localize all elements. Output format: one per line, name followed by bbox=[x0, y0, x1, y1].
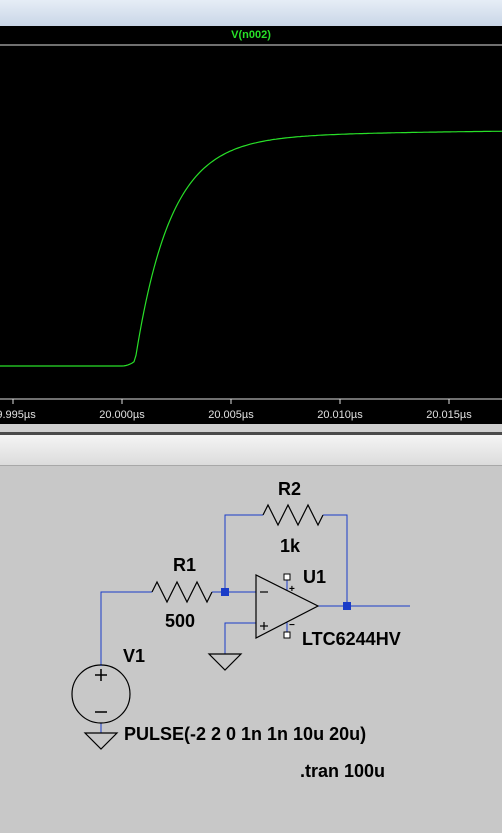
r2-value-label[interactable]: 1k bbox=[280, 536, 301, 556]
ground-v1-icon[interactable] bbox=[83, 732, 119, 750]
wire-inv-to-r2[interactable] bbox=[224, 514, 263, 592]
u1-name-label[interactable]: U1 bbox=[303, 567, 326, 587]
trace-name-label[interactable]: V(n002) bbox=[231, 29, 271, 41]
waveform-plot-pane[interactable]: 19.995µs 20.000µs 20.005µs 20.010µs 20.015µs… bbox=[0, 26, 502, 424]
wire-v1-to-r1[interactable] bbox=[100, 591, 152, 666]
x-tick-label: 20.010µs bbox=[317, 409, 363, 421]
pane-gap bbox=[0, 424, 502, 434]
x-tick-label: 20.005µs bbox=[208, 409, 254, 421]
spice-directive[interactable]: .tran 100u bbox=[300, 761, 385, 781]
junction-output-node[interactable] bbox=[343, 602, 351, 610]
x-tick-label: 19.995µs bbox=[0, 409, 36, 421]
opamp-vplus-mark: + bbox=[289, 584, 295, 595]
waveform-svg[interactable]: 19.995µs 20.000µs 20.005µs 20.010µs 20.015µs bbox=[0, 26, 502, 424]
u1-model-label[interactable]: LTC6244HV bbox=[302, 629, 401, 649]
opamp-u1-symbol[interactable] bbox=[255, 574, 320, 639]
opamp-vminus-mark: − bbox=[289, 620, 295, 631]
resistor-r2-symbol[interactable] bbox=[262, 503, 324, 527]
r2-name-label[interactable]: R2 bbox=[278, 479, 301, 499]
schematic-tab-strip bbox=[0, 435, 502, 466]
trace-v-n002[interactable] bbox=[0, 130, 502, 367]
wires bbox=[100, 514, 410, 733]
x-tick-label: 20.015µs bbox=[426, 409, 472, 421]
r1-name-label[interactable]: R1 bbox=[173, 555, 196, 575]
opamp-vplus-pin-box bbox=[283, 573, 291, 581]
wire-noninv-to-gnd[interactable] bbox=[224, 622, 256, 654]
pane-splitter[interactable] bbox=[0, 432, 502, 435]
resistor-r1-symbol[interactable] bbox=[151, 580, 213, 604]
x-tick-label: 20.000µs bbox=[99, 409, 145, 421]
wire-r2-to-out[interactable] bbox=[323, 514, 348, 606]
ground-opamp-icon[interactable] bbox=[207, 653, 243, 671]
schematic-pane[interactable]: + − R2 1k R1 500 U1 LTC6244HV V1 PULSE(-… bbox=[0, 466, 502, 828]
window-titlebar bbox=[0, 0, 502, 26]
schematic-svg[interactable]: + − R2 1k R1 500 U1 LTC6244HV V1 PULSE(-… bbox=[0, 466, 502, 828]
opamp-vminus-pin-box bbox=[283, 631, 291, 639]
x-axis-ticks: 19.995µs 20.000µs 20.005µs 20.010µs 20.015µs bbox=[0, 399, 472, 421]
junction-inverting-node[interactable] bbox=[221, 588, 229, 596]
r1-value-label[interactable]: 500 bbox=[165, 611, 195, 631]
v1-source-label[interactable]: PULSE(-2 2 0 1n 1n 10u 20u) bbox=[124, 724, 366, 744]
v1-name-label[interactable]: V1 bbox=[123, 646, 145, 666]
